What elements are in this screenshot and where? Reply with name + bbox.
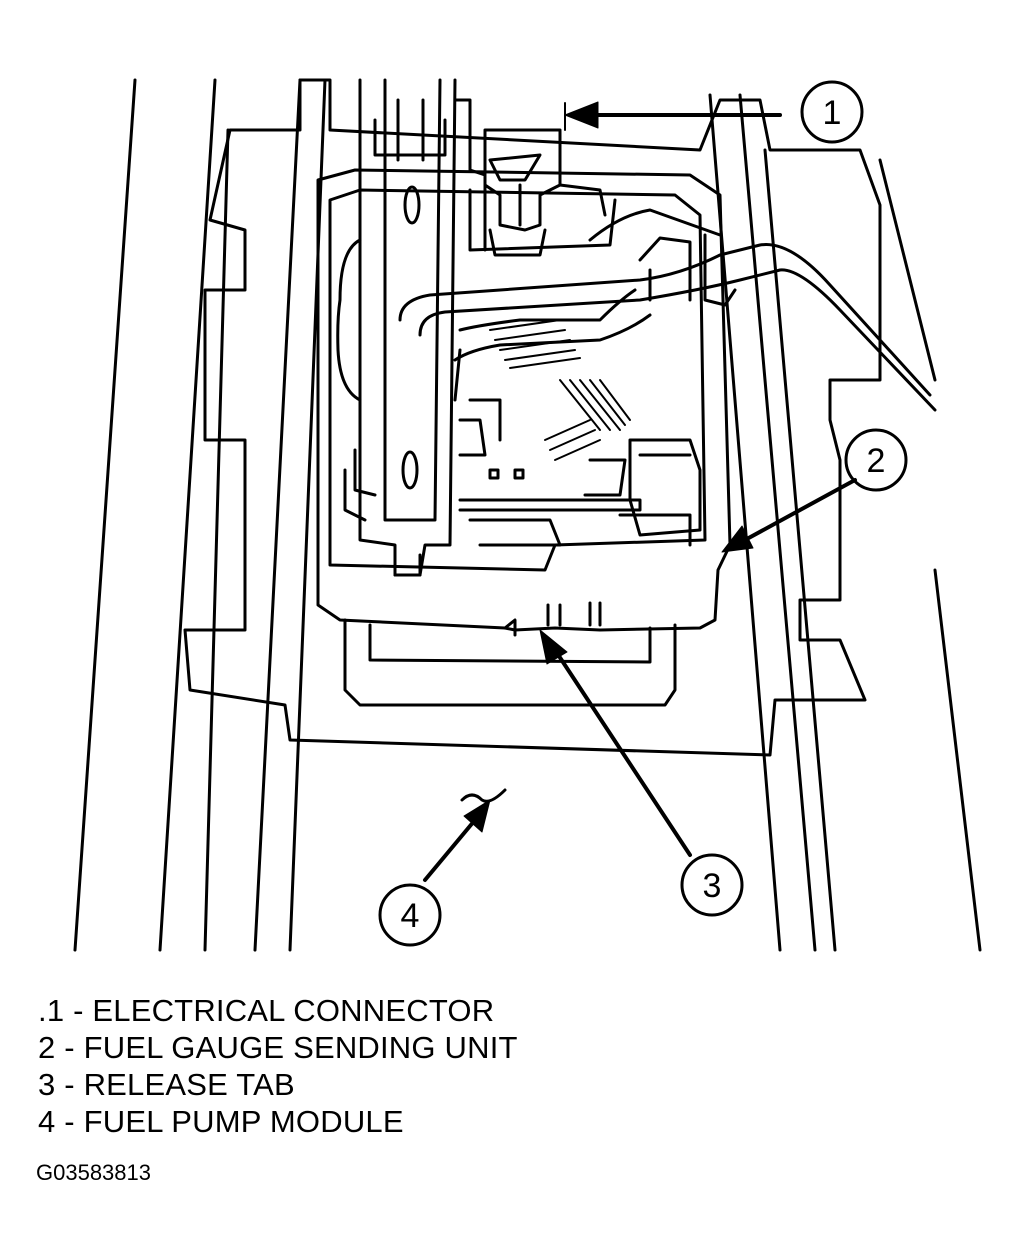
lower-reservoir: [343, 618, 677, 707]
callout-3: 3: [680, 853, 744, 917]
mounting-bracket: [336, 78, 487, 577]
legend-item-fuel-pump-module: 4 - FUEL PUMP MODULE: [38, 1104, 404, 1139]
legend-item-release-tab: 3 - RELEASE TAB: [38, 1067, 295, 1102]
figure-code: G03583813: [36, 1160, 151, 1185]
lower-components: [343, 398, 702, 577]
legend: .1 - ELECTRICAL CONNECTOR 2 - FUEL GAUGE…: [38, 992, 638, 1140]
housing-inner-rim: [328, 188, 707, 572]
legend-item-fuel-gauge-sending-unit: 2 - FUEL GAUGE SENDING UNIT: [38, 1030, 518, 1065]
sending-unit-housing: [316, 168, 732, 632]
callout-number: 2: [867, 442, 886, 480]
release-tab: [503, 601, 602, 637]
callout-number: 3: [703, 867, 722, 905]
callout-circle: [378, 883, 442, 947]
callout-1: 1: [800, 80, 864, 144]
callout-circle: [680, 853, 744, 917]
callout-arrows: [423, 101, 857, 882]
callout-circle: [844, 428, 908, 492]
fuel-pump-module-diagram: 1 2 3 4: [73, 78, 982, 952]
callout-4: 4: [378, 883, 442, 947]
callout-circle: [800, 80, 864, 144]
wire-harness: [489, 319, 631, 461]
reservoir-inner: [368, 623, 652, 664]
fuel-pump-module-mark: [460, 788, 507, 803]
base-plate: [183, 78, 882, 757]
callout-2: 2: [844, 428, 908, 492]
callout-number: 1: [823, 94, 842, 132]
callout-number: 4: [401, 897, 420, 935]
legend-item-electrical-connector: .1 - ELECTRICAL CONNECTOR: [38, 993, 495, 1028]
